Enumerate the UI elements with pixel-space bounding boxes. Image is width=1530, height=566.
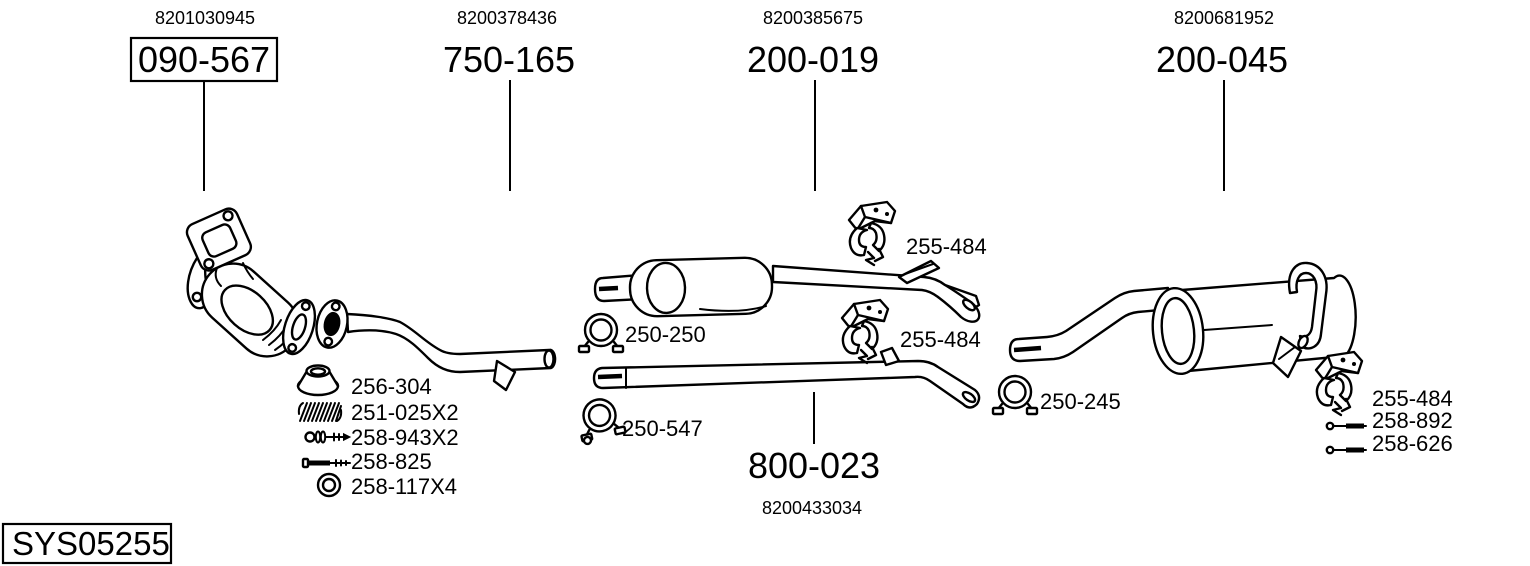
rubber-hanger-icon xyxy=(847,200,897,267)
washer-icon xyxy=(316,472,342,498)
part-number: 200-045 xyxy=(1156,39,1288,80)
oem-number: 8200433034 xyxy=(762,498,862,518)
spring-bolt-icon xyxy=(304,430,352,444)
part-number-frame xyxy=(129,36,279,83)
oem-number: 8200378436 xyxy=(457,8,557,28)
oem-number: 8200385675 xyxy=(763,8,863,28)
part-number: 258-825 xyxy=(351,449,432,474)
part-number: 250-547 xyxy=(622,416,703,441)
front-pipe-drawing xyxy=(315,299,557,392)
part-number: 251-025X2 xyxy=(351,400,459,425)
part-number: 255-484 xyxy=(900,327,981,352)
bolt-icon xyxy=(1325,421,1367,431)
cone-gasket-icon xyxy=(296,364,340,397)
part-number: 200-019 xyxy=(747,39,879,80)
oem-number: 8200681952 xyxy=(1174,8,1274,28)
rear-muffler-drawing xyxy=(1008,261,1357,379)
part-number: 800-023 xyxy=(748,445,880,486)
part-number: 258-626 xyxy=(1372,431,1453,456)
part-number: 750-165 xyxy=(443,39,575,80)
part-number: 258-943X2 xyxy=(351,425,459,450)
catalytic-converter-drawing xyxy=(185,207,317,358)
part-number: 258-117X4 xyxy=(351,474,457,499)
part-number: 250-250 xyxy=(625,322,706,347)
center-muffler-drawing xyxy=(593,256,981,323)
bolt-icon xyxy=(301,457,351,469)
spring-icon xyxy=(297,402,343,422)
bolt-icon xyxy=(1325,445,1367,455)
connecting-pipe-drawing xyxy=(592,346,981,409)
clamp-icon xyxy=(573,393,627,446)
oem-number: 8201030945 xyxy=(155,8,255,28)
part-number: 255-484 xyxy=(906,234,987,259)
part-number: 255-484 xyxy=(1372,386,1453,411)
rubber-hanger-icon xyxy=(1314,350,1364,417)
part-number: 258-892 xyxy=(1372,408,1453,433)
system-code-frame xyxy=(1,522,173,565)
part-number: 256-304 xyxy=(351,374,432,399)
clamp-icon xyxy=(577,312,625,354)
part-number: 090-567 xyxy=(138,39,270,80)
part-number: 250-245 xyxy=(1040,389,1121,414)
leader-lines xyxy=(203,80,1225,444)
clamp-icon xyxy=(991,374,1039,416)
system-code: SYS05255 xyxy=(12,525,170,562)
